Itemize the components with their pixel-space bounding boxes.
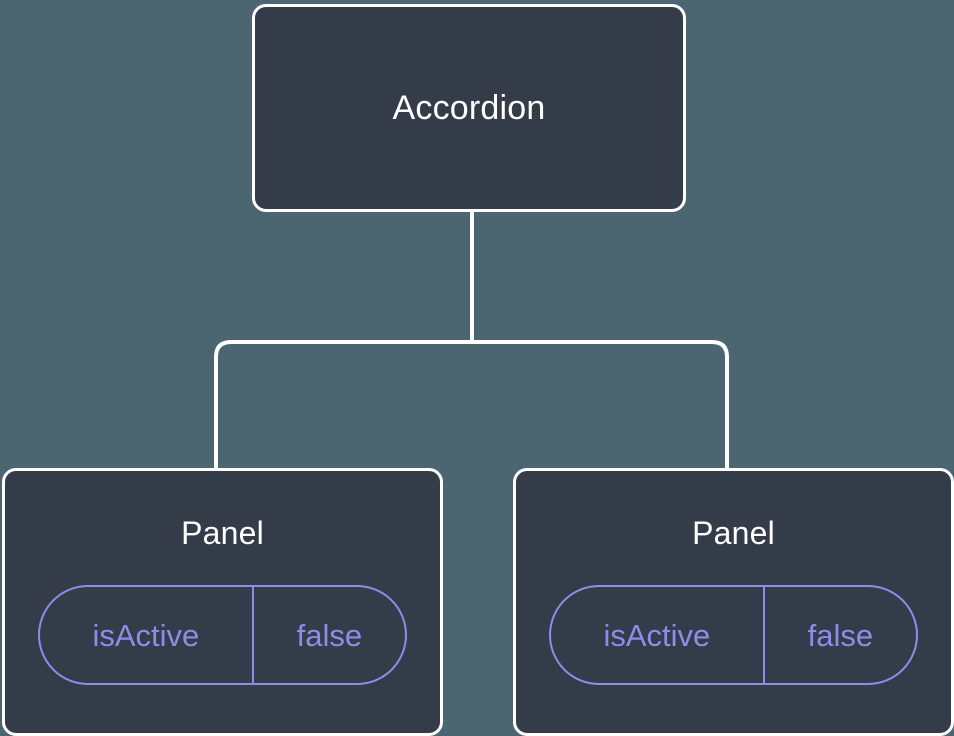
node-accordion[interactable]: Accordion — [252, 4, 686, 212]
connector-branch-left — [214, 340, 472, 470]
connector-branch-right — [472, 340, 729, 470]
prop-badge-panel-2[interactable]: isActive false — [549, 585, 918, 685]
prop-key-panel-2: isActive — [603, 617, 711, 653]
node-panel-2[interactable]: Panel isActive false — [513, 468, 954, 736]
node-accordion-label: Accordion — [392, 89, 546, 127]
prop-badge-panel-1[interactable]: isActive false — [38, 585, 407, 685]
prop-value-panel-1: false — [251, 587, 405, 683]
prop-value-panel-2: false — [762, 587, 916, 683]
node-panel-2-label: Panel — [692, 515, 775, 551]
prop-key-panel-1: isActive — [92, 617, 200, 653]
node-panel-1[interactable]: Panel isActive false — [2, 468, 443, 736]
node-panel-1-label: Panel — [181, 515, 264, 551]
